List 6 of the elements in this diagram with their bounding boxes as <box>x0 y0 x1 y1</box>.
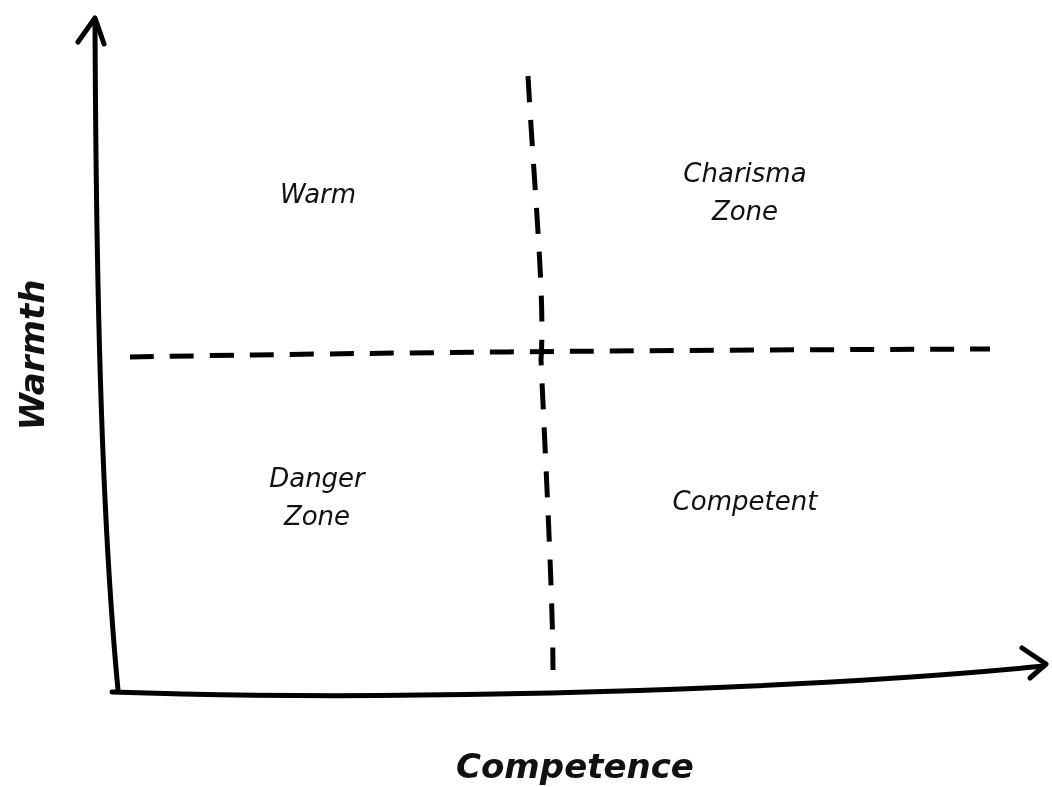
axis-title: Warmth <box>12 279 52 431</box>
quadrant-label: Charisma Zone <box>682 157 808 228</box>
quadrant-label: Warm <box>278 178 358 212</box>
axis-title: Competence <box>456 746 694 786</box>
quadrant-label: Competent <box>671 485 819 519</box>
quadrant-label: Danger Zone <box>268 462 367 533</box>
